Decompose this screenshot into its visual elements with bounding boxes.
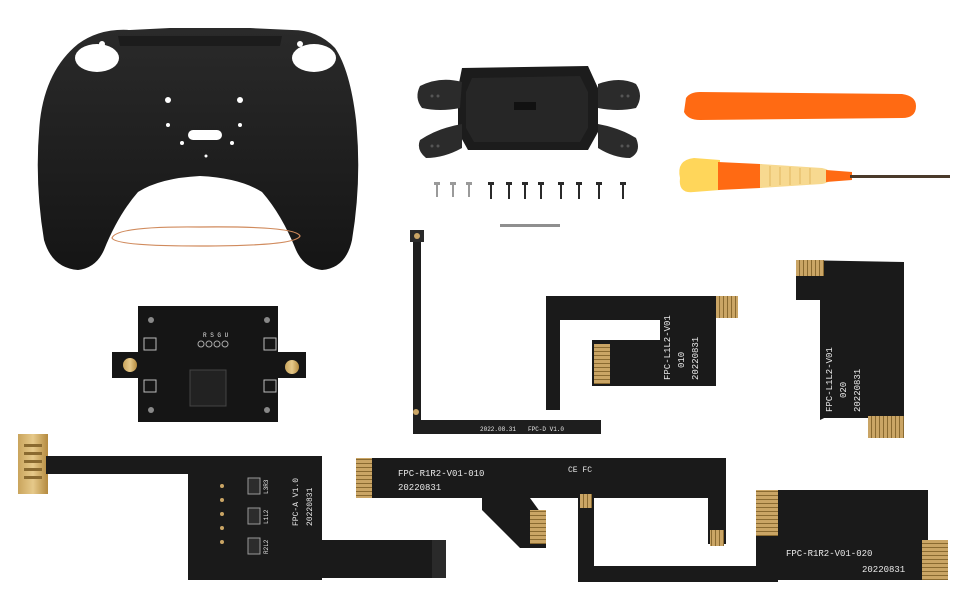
fpc-a-r2l2: R2L2 [263, 539, 270, 554]
fpc-r1r2-010-mark: CE FC [568, 466, 592, 475]
pry-tool [684, 92, 916, 120]
fpc-l1l2-010-rev: 010 [677, 352, 687, 368]
fpc-long-strip: 2022.08.31 FPC-D V1.0 [410, 230, 601, 434]
fpc-a-name: FPC-A V1.0 [292, 478, 301, 526]
controller-back-shell [37, 28, 359, 270]
fpc-r1r2-020-name: FPC-R1R2-V01-020 [786, 549, 872, 559]
fpc-l1l2-020: FPC-L1L2-V01 020 20220831 [796, 260, 904, 438]
screwdriver [679, 158, 950, 193]
fpc-r1r2-020: FPC-R1R2-V01-020 20220831 [578, 490, 948, 582]
fpc-r1r2-010-name: FPC-R1R2-V01-010 [398, 469, 484, 479]
fpc-l1l2-010-date: 20220831 [691, 337, 701, 380]
fpc-r1r2-010: FPC-R1R2-V01-010 20220831 CE FC [356, 458, 726, 548]
fpc-r1r2-020-date: 20220831 [862, 565, 905, 575]
fpc-l1l2-010: FPC-L1L2-V01 010 20220831 [546, 296, 738, 410]
fpc-l1l2-020-rev: 020 [839, 382, 849, 398]
metal-pin [500, 224, 560, 227]
fpc-strip-date: 2022.08.31 [480, 426, 516, 433]
fpc-a-l1l2: L1L2 [263, 509, 270, 524]
fpc-l1l2-020-date: 20220831 [853, 369, 863, 412]
fpc-r1r2-010-date: 20220831 [398, 483, 441, 493]
fpc-l1l2-010-name: FPC-L1L2-V01 [663, 315, 673, 380]
screws-row [434, 182, 626, 199]
fpc-a-date: 20220831 [306, 487, 315, 526]
fpc-l1l2-020-name: FPC-L1L2-V01 [825, 347, 835, 412]
back-paddle-module [417, 66, 640, 158]
main-pcb-board: R S G U [112, 306, 306, 422]
fpc-a-board: L3R3 L1L2 R2L2 FPC-A V1.0 20220831 [18, 434, 446, 580]
copper-wire [111, 226, 301, 247]
fpc-a-l3r3: L3R3 [263, 479, 270, 494]
board-label: R S G U [203, 332, 229, 339]
fpc-strip-name: FPC-D V1.0 [528, 426, 564, 433]
